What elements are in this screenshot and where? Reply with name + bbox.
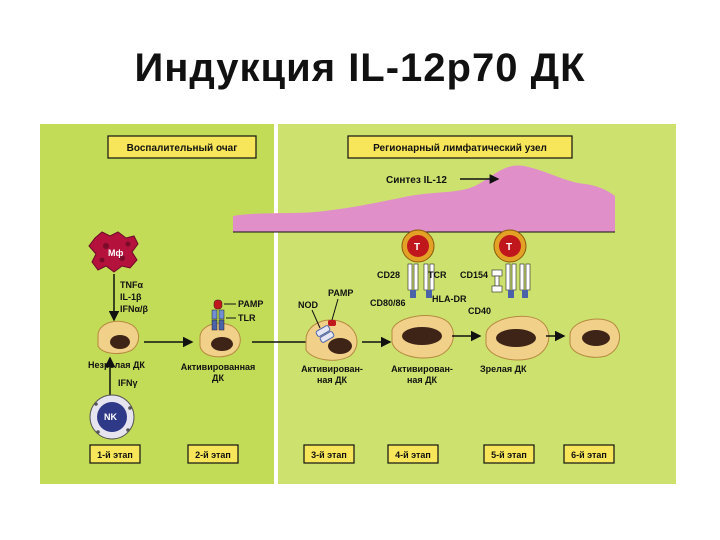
stage-label-5: 5-й этап bbox=[491, 450, 527, 460]
pamp-label-2: PAMP bbox=[328, 288, 353, 298]
tlr-label: TLR bbox=[238, 313, 256, 323]
mature-dc-cell bbox=[486, 316, 549, 360]
immature-dc-label: Незрелая ДК bbox=[88, 360, 145, 370]
tcr-label: TCR bbox=[428, 270, 447, 280]
cytokine-il1: IL-1β bbox=[120, 292, 142, 302]
synthesis-label: Синтез IL-12 bbox=[386, 175, 447, 186]
cd80-86-label: CD80/86 bbox=[370, 298, 406, 308]
cytokine-ifnab: IFNα/β bbox=[120, 304, 149, 314]
nk-label: NK bbox=[104, 412, 117, 422]
stage-label-6: 6-й этап bbox=[571, 450, 607, 460]
activated-dc-3-label-line2: ная ДК bbox=[407, 375, 438, 385]
nod-label: NOD bbox=[298, 300, 319, 310]
cd28-label: CD28 bbox=[377, 270, 400, 280]
stage-label-3: 3-й этап bbox=[311, 450, 347, 460]
activated-dc-2-label-line2: ная ДК bbox=[317, 375, 348, 385]
hla-dr-label: HLA-DR bbox=[432, 294, 467, 304]
pamp-label-1: PAMP bbox=[238, 299, 263, 309]
t-cell-1-label: Т bbox=[414, 242, 420, 253]
mature-dc-label: Зрелая ДК bbox=[480, 364, 527, 374]
header-right-label: Регионарный лимфатический узел bbox=[373, 142, 547, 154]
cd40-label: CD40 bbox=[468, 306, 491, 316]
header-left-label: Воспалительный очаг bbox=[127, 143, 238, 154]
stage-label-2: 2-й этап bbox=[195, 450, 231, 460]
final-dc-cell bbox=[570, 319, 620, 357]
cytokine-tnf: TNFα bbox=[120, 280, 143, 290]
cd154-label: CD154 bbox=[460, 270, 488, 280]
slide-title: Индукция IL-12p70 ДК bbox=[0, 46, 720, 91]
activated-dc-3-cell bbox=[392, 316, 453, 358]
activated-dc-1-label-line1: Активированная bbox=[181, 362, 256, 372]
immature-dc-cell bbox=[98, 321, 139, 353]
activated-dc-2-label-line1: Активирован- bbox=[301, 364, 363, 374]
cytokine-ifng: IFNγ bbox=[118, 378, 138, 388]
activated-dc-2-cell bbox=[306, 320, 357, 360]
dc-induction-diagram: Воспалительный очаг Регионарный лимфатич… bbox=[40, 124, 680, 484]
activated-dc-1-label-line2: ДК bbox=[212, 373, 224, 383]
lymph-node-panel bbox=[278, 124, 676, 484]
stage-label-1: 1-й этап bbox=[97, 450, 133, 460]
t-cell-2-label: Т bbox=[506, 242, 512, 253]
stage-label-4: 4-й этап bbox=[395, 450, 431, 460]
activated-dc-3-label-line1: Активирован- bbox=[391, 364, 453, 374]
macrophage-label: Мф bbox=[108, 248, 123, 258]
